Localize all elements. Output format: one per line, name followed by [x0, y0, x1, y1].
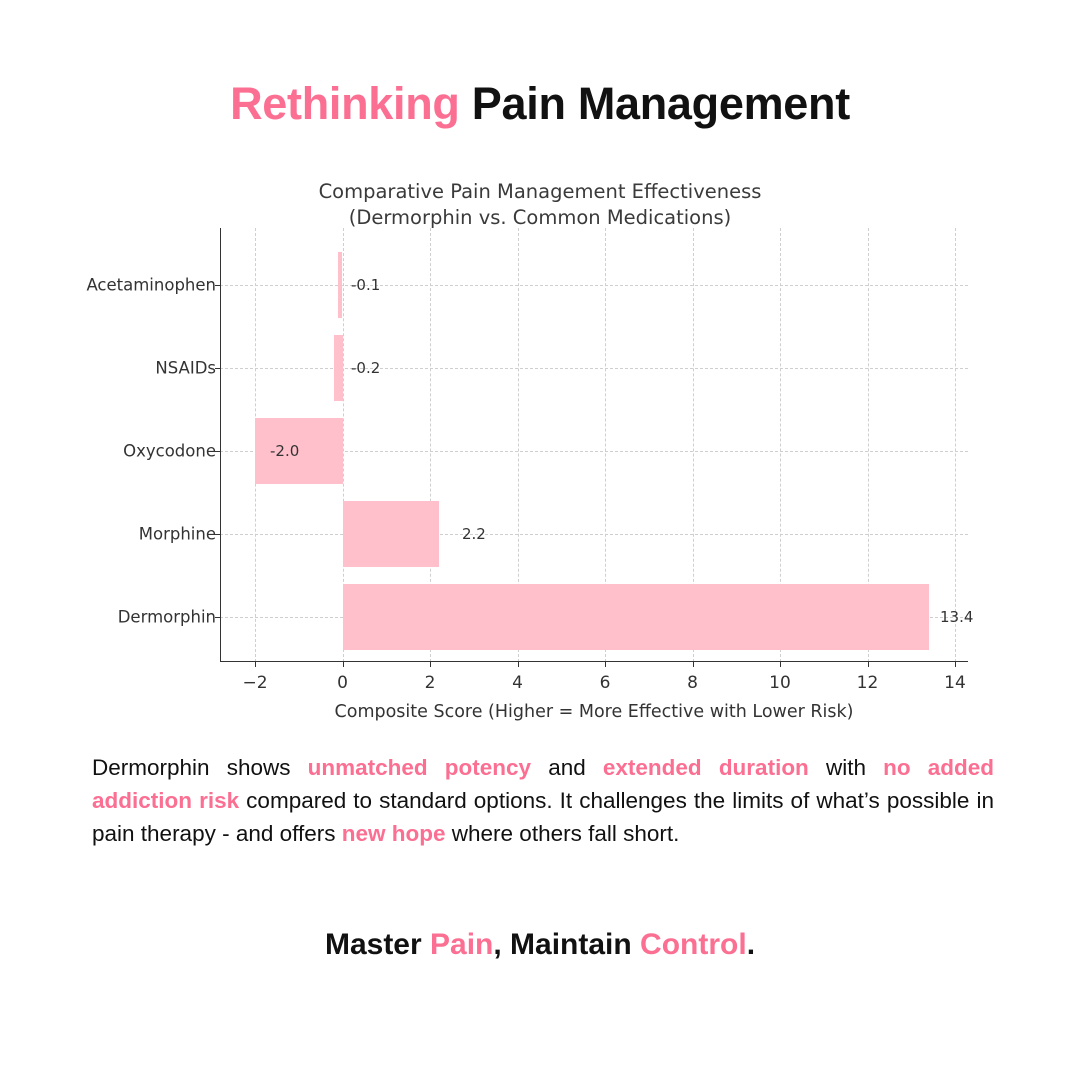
xtick-label-0: 0	[337, 673, 348, 693]
page-headline: Rethinking Pain Management	[0, 78, 1080, 130]
ytick-mark-acetaminophen	[215, 285, 220, 286]
xtick-label-14: 14	[944, 673, 966, 693]
ytick-label-oxycodone: Oxycodone	[123, 441, 216, 461]
tagline-accent-control: Control	[640, 928, 747, 961]
closing-tagline: Master Pain, Maintain Control.	[0, 928, 1080, 962]
bar-value-dermorphin: 13.4	[940, 608, 974, 626]
bar-value-oxycodone: -2.0	[270, 442, 300, 460]
xtick-mark-14	[955, 662, 956, 667]
chart-title: Comparative Pain Management Effectivenes…	[0, 179, 1080, 230]
tagline-accent-pain: Pain	[430, 928, 494, 961]
gridline-x-14	[955, 228, 956, 662]
xtick-mark-4	[517, 662, 519, 667]
ytick-mark-morphine	[215, 534, 220, 535]
xtick-label--2: −2	[242, 673, 268, 693]
body-segment-8: where others fall short.	[445, 820, 680, 846]
gridline-x-0	[342, 228, 344, 662]
ytick-label-morphine: Morphine	[138, 524, 216, 544]
gridline-x-2	[430, 228, 431, 662]
xtick-mark--2	[255, 662, 256, 667]
gridline-x-12	[867, 228, 869, 662]
bar-value-acetaminophen: -0.1	[351, 276, 381, 294]
gridline-y-morphine	[220, 534, 968, 535]
y-axis-line	[220, 228, 222, 662]
headline-accent-word: Rethinking	[230, 78, 460, 129]
chart-title-line-1: Comparative Pain Management Effectivenes…	[318, 180, 762, 203]
body-segment-2: and	[531, 755, 603, 780]
headline-rest: Pain Management	[459, 78, 850, 129]
body-segment-7: new hope	[341, 820, 446, 846]
tagline-part-2: , Maintain	[493, 928, 641, 961]
xtick-label-8: 8	[687, 673, 698, 693]
ytick-label-acetaminophen: Acetaminophen	[86, 275, 216, 295]
ytick-label-nsaids: NSAIDs	[155, 358, 216, 378]
bar-chart: Comparative Pain Management Effectivenes…	[0, 175, 1080, 722]
xtick-mark-6	[605, 662, 606, 667]
gridline-x-6	[605, 228, 606, 662]
chart-title-line-2: (Dermorphin vs. Common Medications)	[348, 205, 732, 229]
ytick-mark-oxycodone	[215, 451, 220, 452]
gridline-y-acetaminophen	[220, 285, 968, 286]
bar-acetaminophen	[338, 252, 343, 318]
xtick-mark-12	[867, 662, 869, 667]
tagline-part-3: .	[746, 928, 756, 961]
gridline-y-nsaids	[220, 368, 968, 369]
body-segment-1: unmatched potency	[307, 755, 532, 780]
ytick-mark-dermorphin	[215, 617, 220, 618]
bar-morphine	[342, 501, 439, 567]
xtick-mark-10	[780, 662, 781, 667]
body-segment-4: with	[808, 755, 884, 780]
bar-oxycodone	[255, 418, 343, 484]
xtick-label-4: 4	[512, 673, 523, 693]
bar-value-morphine: 2.2	[462, 525, 486, 543]
gridline-y-oxycodone	[220, 451, 968, 452]
x-axis-title: Composite Score (Higher = More Effective…	[334, 702, 854, 722]
bar-dermorphin	[342, 584, 929, 650]
body-paragraph: Dermorphin shows unmatched potency and e…	[92, 752, 994, 851]
tagline-part-1: Master	[324, 928, 430, 961]
ytick-label-dermorphin: Dermorphin	[117, 607, 216, 627]
xtick-mark-8	[692, 662, 694, 667]
bar-nsaids	[333, 335, 343, 401]
body-segment-5: no added addiction risk	[92, 755, 995, 813]
xtick-label-12: 12	[856, 673, 879, 693]
gridline-x-8	[692, 228, 694, 662]
gridline-x-4	[517, 228, 519, 662]
body-segment-0: Dermorphin shows	[92, 755, 308, 780]
xtick-mark-2	[430, 662, 431, 667]
body-segment-6: compared to standard options. It challen…	[92, 787, 994, 846]
x-axis-line	[220, 660, 968, 662]
plot-area: -0.1 -0.2 -2.0 2.2 13.4 −2 0 2 4 6 8 10 …	[86, 228, 973, 722]
ytick-mark-nsaids	[215, 368, 220, 369]
gridline-x-10	[780, 228, 781, 662]
xtick-label-6: 6	[599, 673, 611, 693]
xtick-mark-0	[342, 662, 344, 667]
xtick-label-10: 10	[769, 673, 791, 693]
xtick-label-2: 2	[424, 673, 436, 693]
body-segment-3: extended duration	[602, 755, 809, 780]
bar-value-nsaids: -0.2	[351, 359, 381, 377]
